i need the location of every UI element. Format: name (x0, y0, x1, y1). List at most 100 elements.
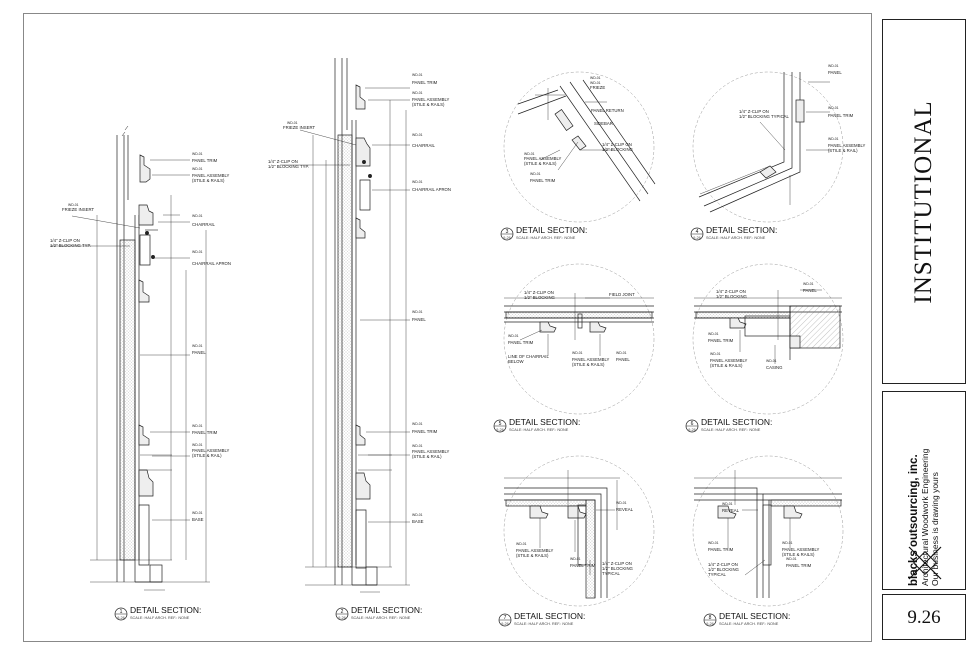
detail-title: DETAIL SECTION: (701, 417, 772, 427)
detail-scale: SCALE: HALF ARCH. REF.: NONE (509, 428, 569, 432)
label-panel: PANEL (616, 357, 630, 362)
label-base: BASE (412, 519, 424, 524)
label-tag: WD-01 (570, 557, 581, 561)
label-zclip-blocking: 1/2" BLOCKING (524, 295, 556, 300)
label-tag: WD-01 (530, 172, 541, 176)
detail-5-labels: 1/4" Z-CLIP ON 1/2" BLOCKING FIELD JOINT… (508, 290, 635, 367)
detail-scale: SCALE: HALF ARCH. REF.: NONE (719, 622, 779, 626)
label-stile-rail: (STILE & RAILS) (412, 102, 445, 107)
detail-4-drawing (692, 71, 844, 223)
label-panel-trim: PANEL TRIM (412, 80, 438, 85)
title-block-project: INSTITUTIONAL (882, 19, 966, 384)
detail-4-labels: WD-01 PANEL WD-01 PANEL TRIM WD-01 PANEL… (739, 64, 866, 153)
label-panel: PANEL (412, 317, 426, 322)
label-zclip-blocking: 1/2" BLOCKING (602, 147, 634, 152)
label-base: BASE (192, 517, 204, 522)
detail-number: 1 (120, 609, 123, 615)
label-tag: WD-01 (412, 422, 423, 426)
label-tag: WD-01 (590, 76, 601, 80)
label-tag: WD-01 (710, 352, 721, 356)
section-1-drawing (50, 125, 210, 591)
label-below: BELOW (508, 359, 524, 364)
label-tag: WD-01 (524, 152, 535, 156)
label-panel-assembly: PANEL ASSEMBLY (192, 173, 230, 178)
label-tag: WD-01 (708, 332, 719, 336)
label-tag: WD-01 (412, 513, 423, 517)
label-panel-assembly: PANEL ASSEMBLY (828, 143, 866, 148)
detail-8-labels: WD-01 REVEAL WD-01 PANEL TRIM WD-01 PANE… (708, 502, 820, 577)
detail-7-drawing (503, 455, 655, 607)
label-tag: WD-01 (412, 444, 423, 448)
label-tag: WD-01 (412, 133, 423, 137)
detail-8-drawing (692, 455, 844, 607)
detail-title: DETAIL SECTION: (351, 605, 422, 615)
label-tag: WD-01 (616, 501, 627, 505)
label-zclip-blocking: 1/2" BLOCKING TYP. (268, 164, 309, 169)
detail-title: DETAIL SECTION: (514, 611, 585, 621)
label-line-of-chairrail: LINE OF CHAIRRAIL (508, 354, 549, 359)
label-zclip: 1/4" Z-CLIP ON (739, 109, 769, 114)
label-panel-assembly: PANEL ASSEMBLY (412, 449, 450, 454)
label-tag: WD-01 (508, 334, 519, 338)
title-block-company: blacks outsourcing, inc. Architectural W… (882, 391, 966, 590)
label-tag: WD-01 (68, 203, 79, 207)
section-2-labels: WD-01 PANEL TRIM WD-01 PANEL ASSEMBLY (S… (268, 73, 451, 524)
label-stile-rail: (STILE & RAILS) (516, 553, 549, 558)
label-typical: TYPICAL (708, 572, 727, 577)
detail-sheet-ref: 9.26 (688, 428, 695, 432)
label-tag: WD-01 (766, 359, 777, 363)
label-tag: WD-01 (192, 214, 203, 218)
label-panel-assembly: PANEL ASSEMBLY (710, 358, 748, 363)
detail-scale: SCALE: HALF ARCH. REF.: NONE (516, 236, 576, 240)
detail-sheet-ref: 9.26 (503, 236, 510, 240)
detail-scale: SCALE: HALF ARCH. REF.: NONE (701, 428, 761, 432)
label-frieze-insert: FRIEZE INSERT (283, 125, 316, 130)
detail-number: 4 (696, 229, 699, 235)
label-tag: WD-01 (708, 541, 719, 545)
detail-sheet-ref: 9.26 (706, 622, 713, 626)
section-1-labels: WD-01 PANEL TRIM WD-01 PANEL ASSEMBLY (S… (50, 152, 231, 522)
company-tagline-1: Architectural Woodwork Engineering (920, 448, 930, 586)
label-panel-trim: PANEL TRIM (828, 113, 854, 118)
label-tag: WD-01 (192, 344, 203, 348)
label-panel-assembly: PANEL ASSEMBLY (572, 357, 610, 362)
detail-scale: SCALE: HALF ARCH. REF.: NONE (351, 616, 411, 620)
detail-sheet-ref: 9.26 (693, 236, 700, 240)
label-panel-trim: PANEL TRIM (192, 430, 218, 435)
label-panel: PANEL (828, 70, 842, 75)
sheet-border (23, 13, 872, 642)
detail-sheet-ref: 9.26 (496, 428, 503, 432)
label-panel: PANEL (803, 288, 817, 293)
label-zclip: 1/4" Z-CLIP ON (602, 561, 632, 566)
label-panel-trim: PANEL TRIM (530, 178, 556, 183)
label-panel-trim: PANEL TRIM (412, 429, 438, 434)
label-tag: WD-01 (192, 511, 203, 515)
label-tag: WD-01 (828, 106, 839, 110)
label-zclip: 1/4" Z-CLIP ON (716, 289, 746, 294)
detail-scale: SCALE: HALF ARCH. REF.: NONE (514, 622, 574, 626)
label-panel-trim: PANEL TRIM (786, 563, 812, 568)
company-tagline-2: Our business is drawing yours (930, 471, 940, 586)
project-title: INSTITUTIONAL (910, 99, 937, 304)
detail-6-drawing (692, 263, 844, 415)
label-zclip-blocking: 1/2" BLOCKING TYP. (50, 243, 91, 248)
label-chairrail: CHAIRRAIL (412, 143, 436, 148)
label-stile-rail: (STILE & RAIL) (412, 454, 442, 459)
detail-number: 8 (709, 615, 712, 621)
detail-sheet-ref: 9.26 (501, 622, 508, 626)
detail-scale: SCALE: HALF ARCH. REF.: NONE (706, 236, 766, 240)
label-chairrail-apron: CHAIRRAIL APRON (412, 187, 451, 192)
label-tag: WD-01 (572, 351, 583, 355)
label-tag: WD-01 (590, 81, 601, 85)
label-panel-sidebar: SIDEBAR (594, 121, 613, 126)
label-tag: WD-01 (192, 152, 203, 156)
detail-title: DETAIL SECTION: (509, 417, 580, 427)
label-panel-assembly: PANEL ASSEMBLY (412, 97, 450, 102)
